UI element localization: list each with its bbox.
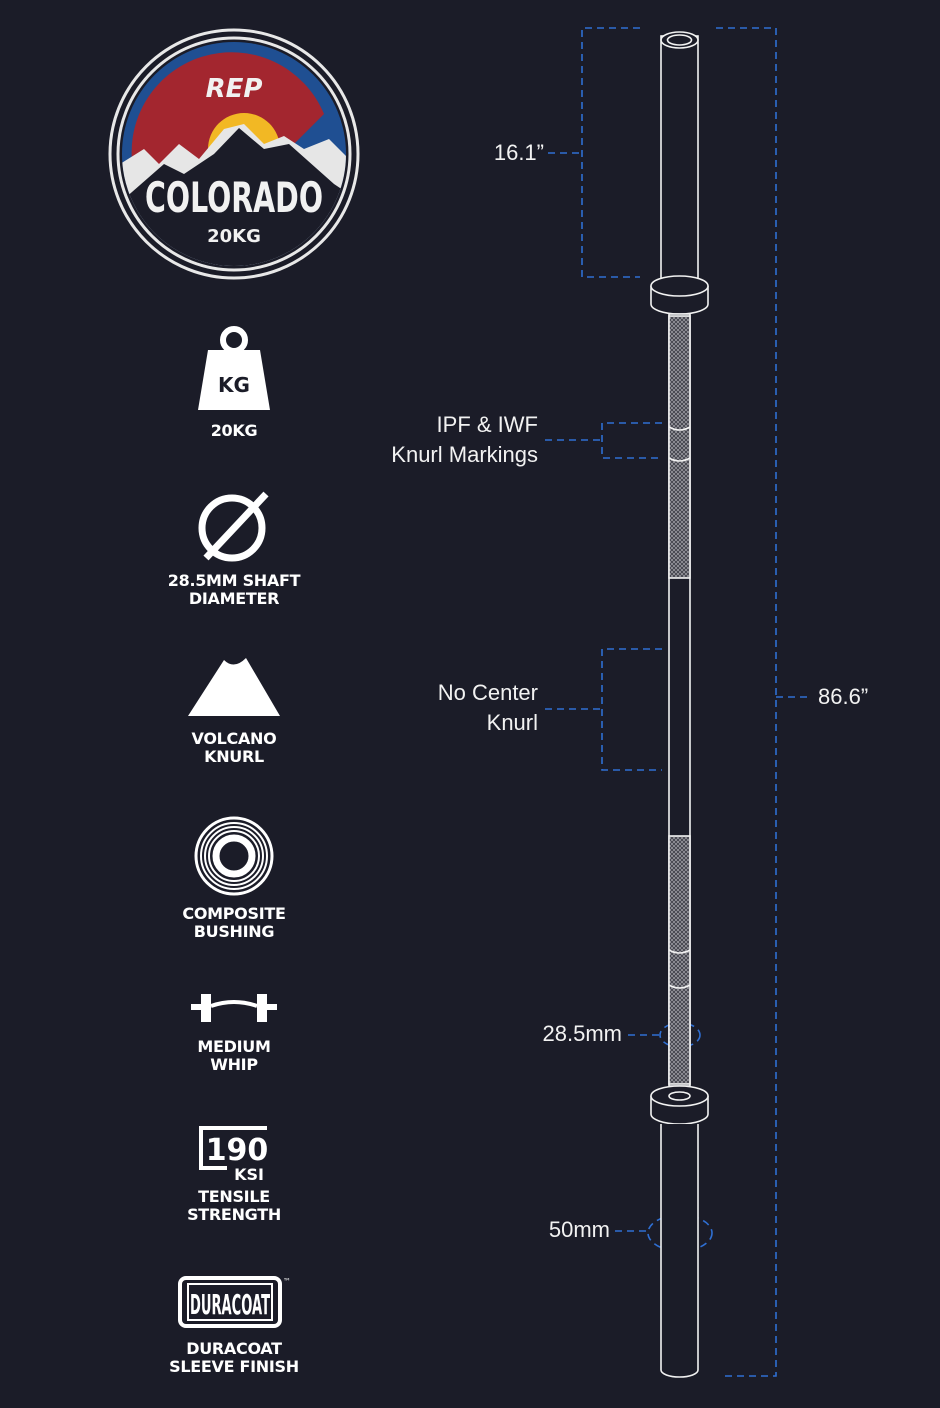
bottom-sleeve bbox=[660, 1124, 699, 1378]
top-sleeve bbox=[660, 35, 699, 287]
feature-bushing: COMPOSITE BUSHING bbox=[134, 815, 334, 941]
feature-tensile: 190 KSI TENSILE STRENGTH bbox=[134, 1124, 334, 1224]
tensile-icon: 190 KSI bbox=[199, 1126, 269, 1182]
feature-whip: MEDIUM WHIP bbox=[134, 990, 334, 1074]
volcano-icon bbox=[188, 658, 280, 716]
feature-label: 20KG bbox=[210, 421, 258, 440]
knurl-top bbox=[668, 315, 691, 579]
logo-brand: REP bbox=[206, 74, 263, 104]
feature-label: VOLCANO KNURL bbox=[191, 729, 277, 766]
svg-text:190: 190 bbox=[206, 1133, 269, 1168]
svg-text:KSI: KSI bbox=[234, 1165, 264, 1182]
svg-text:™: ™ bbox=[283, 1277, 291, 1286]
sleeve-diameter-label: 50mm bbox=[548, 1217, 610, 1242]
svg-text:DURACOAT: DURACOAT bbox=[190, 1288, 270, 1321]
barbell-whip-icon bbox=[191, 994, 277, 1022]
diameter-icon bbox=[198, 491, 269, 562]
knurl-bottom bbox=[668, 835, 691, 1085]
duracoat-icon: DURACOAT ™ bbox=[178, 1276, 291, 1328]
feature-label: MEDIUM WHIP bbox=[197, 1037, 271, 1074]
svg-text:KG: KG bbox=[218, 373, 250, 397]
feature-duracoat: DURACOAT ™ DURACOAT SLEEVE FINISH bbox=[134, 1274, 334, 1376]
sleeve-length-label: 16.1” bbox=[493, 140, 544, 165]
feature-label: DURACOAT SLEEVE FINISH bbox=[169, 1339, 299, 1376]
feature-weight: KG 20KG bbox=[134, 326, 334, 440]
barbell bbox=[650, 31, 709, 1378]
feature-label: TENSILE STRENGTH bbox=[187, 1187, 281, 1224]
center-knurl-label: No Center Knurl bbox=[437, 680, 538, 735]
feature-diameter: 28.5MM SHAFT DIAMETER bbox=[134, 490, 334, 608]
knurl-markings-label: IPF & IWF Knurl Markings bbox=[391, 412, 538, 467]
rep-colorado-logo: REP COLORADO 20KG bbox=[108, 28, 360, 280]
feature-label: 28.5MM SHAFT DIAMETER bbox=[167, 571, 301, 608]
logo-name: COLORADO bbox=[145, 173, 323, 222]
weight-icon: KG bbox=[198, 326, 270, 410]
bushing-icon bbox=[194, 816, 274, 896]
shaft-diameter-label: 28.5mm bbox=[542, 1021, 622, 1046]
total-length-label: 86.6” bbox=[818, 684, 869, 709]
feature-volcano-knurl: VOLCANO KNURL bbox=[134, 656, 334, 766]
logo-weight: 20KG bbox=[207, 226, 261, 247]
feature-label: COMPOSITE BUSHING bbox=[182, 904, 286, 941]
